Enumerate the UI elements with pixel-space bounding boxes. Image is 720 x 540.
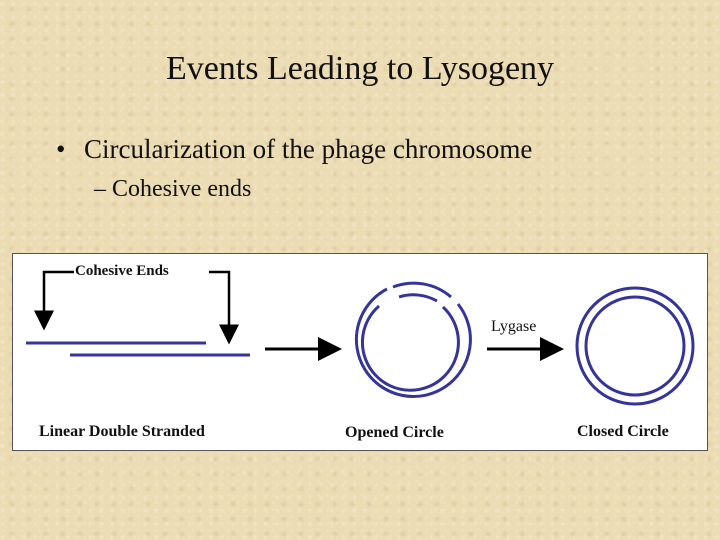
slide-title: Events Leading to Lysogeny bbox=[165, 50, 555, 87]
bullet-marker: • bbox=[56, 134, 66, 164]
linear-double-stranded-label: Linear Double Stranded bbox=[39, 423, 205, 440]
closed-circle-label: Closed Circle bbox=[577, 423, 669, 440]
closed-circle-outer-strand bbox=[575, 286, 695, 406]
enzyme-label: Lygase bbox=[491, 318, 537, 335]
opened-circle-label: Opened Circle bbox=[345, 424, 444, 441]
diagram-panel: Cohesive Ends Lygase Linear Double Stran… bbox=[12, 253, 708, 451]
opened-circle-inner-strand-end bbox=[398, 293, 438, 303]
closed-circle-inner-strand bbox=[584, 295, 686, 397]
cohesive-end-right-arrow bbox=[209, 270, 239, 345]
opened-circle-outer-strand bbox=[354, 287, 472, 398]
opened-circle-outer-strand-end bbox=[392, 281, 452, 299]
sub-bullet-item: – Cohesive ends bbox=[94, 176, 252, 202]
opened-circle-inner-strand bbox=[360, 304, 460, 392]
bullet-item: • Circularization of the phage chromosome bbox=[56, 134, 532, 165]
bullet-text: Circularization of the phage chromosome bbox=[84, 134, 533, 164]
cohesive-ends-label: Cohesive Ends bbox=[75, 263, 169, 279]
cohesive-end-left-arrow bbox=[34, 270, 74, 331]
diagram-svg bbox=[26, 270, 695, 406]
